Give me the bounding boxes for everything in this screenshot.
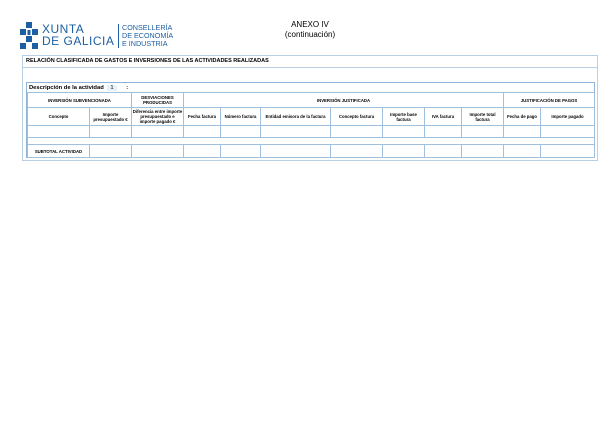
cell-fecha-factura-input[interactable] bbox=[183, 125, 222, 138]
col-entidad-emisora: Entidad emisora de la factura bbox=[260, 107, 332, 126]
cell-diferencia-input[interactable] bbox=[131, 125, 185, 138]
group-desviaciones: DESVIACIONES PRODUCIDAS bbox=[131, 92, 185, 108]
subtotal-row: SUBTOTAL ACTIVIDAD bbox=[27, 144, 596, 158]
group-inversion-subvencionada: INVERSIÓN SUBVENCIONADA bbox=[26, 92, 133, 108]
cell-importe-pagado-input[interactable] bbox=[540, 125, 596, 138]
col-importe-total: Importe total factura bbox=[461, 107, 505, 126]
column-header-row: Concepto Importe presupuestado € Diferen… bbox=[27, 107, 596, 126]
cell-iva-factura-input[interactable] bbox=[424, 125, 463, 138]
cell-importe-total-input[interactable] bbox=[461, 125, 505, 138]
xunta-emblem-icon bbox=[20, 22, 38, 49]
col-importe-base: Importe base factura bbox=[382, 107, 426, 126]
subtotal-importe-total[interactable] bbox=[461, 144, 505, 158]
cell-concepto-factura-input[interactable] bbox=[330, 125, 384, 138]
subtotal-importe-presupuestado[interactable] bbox=[88, 144, 133, 158]
col-importe-pagado: Importe pagado bbox=[540, 107, 596, 126]
activity-section: Descripción de la actividad 1 : INVERSIÓ… bbox=[26, 82, 596, 158]
form-frame: RELACIÓN CLASIFICADA DE GASTOS E INVERSI… bbox=[22, 55, 598, 161]
subtotal-iva-factura[interactable] bbox=[424, 144, 463, 158]
group-inversion-justificada: INVERSIÓN JUSTIFICADA bbox=[183, 92, 505, 108]
cell-numero-factura-input[interactable] bbox=[220, 125, 262, 138]
activity-colon: : bbox=[126, 85, 129, 91]
col-numero-factura: Número factura bbox=[220, 107, 262, 126]
col-importe-presupuestado: Importe presupuestado € bbox=[88, 107, 133, 126]
col-fecha-pago: Fecha de pago bbox=[503, 107, 542, 126]
group-header-row: INVERSIÓN SUBVENCIONADA DESVIACIONES PRO… bbox=[26, 92, 596, 108]
annex-subtitle: (continuación) bbox=[284, 30, 336, 39]
form-title: RELACIÓN CLASIFICADA DE GASTOS E INVERSI… bbox=[26, 58, 269, 64]
group-justificacion-pagos: JUSTIFICACIÓN DE PAGOS bbox=[503, 92, 596, 108]
conselleria-wordmark: CONSELLERÍA DE ECONOMÍA E INDUSTRIA bbox=[122, 23, 174, 48]
cell-importe-presupuestado-input[interactable] bbox=[88, 125, 133, 138]
cell-entidad-emisora-input[interactable] bbox=[260, 125, 332, 138]
subtotal-importe-base[interactable] bbox=[382, 144, 426, 158]
subtotal-diferencia[interactable] bbox=[131, 144, 185, 158]
col-concepto: Concepto bbox=[27, 107, 90, 126]
logo-divider bbox=[118, 24, 119, 48]
annex-title: ANEXO IV bbox=[291, 20, 329, 29]
subtotal-concepto-factura[interactable] bbox=[330, 144, 384, 158]
subtotal-numero-factura[interactable] bbox=[220, 144, 262, 158]
table-row bbox=[27, 125, 596, 138]
cell-importe-base-input[interactable] bbox=[382, 125, 426, 138]
activity-label: Descripción de la actividad bbox=[29, 85, 104, 91]
col-diferencia: Diferencia entre importe presupuestado e… bbox=[131, 107, 185, 126]
activity-number-field[interactable]: 1 bbox=[107, 85, 117, 91]
subtotal-label: SUBTOTAL ACTIVIDAD bbox=[27, 144, 90, 158]
title-divider bbox=[23, 67, 597, 68]
spacer-cell bbox=[26, 137, 596, 145]
col-iva-factura: IVA factura bbox=[424, 107, 463, 126]
cell-fecha-pago-input[interactable] bbox=[503, 125, 542, 138]
col-fecha-factura: Fecha factura bbox=[183, 107, 222, 126]
subtotal-fecha-factura[interactable] bbox=[183, 144, 222, 158]
annex-heading: ANEXO IV (continuación) bbox=[270, 20, 350, 40]
subtotal-importe-pagado[interactable] bbox=[540, 144, 596, 158]
spacer-row bbox=[26, 137, 596, 145]
cell-concepto-input[interactable] bbox=[27, 125, 90, 138]
subtotal-fecha-pago[interactable] bbox=[503, 144, 542, 158]
expenses-table: INVERSIÓN SUBVENCIONADA DESVIACIONES PRO… bbox=[26, 92, 596, 158]
subtotal-entidad-emisora[interactable] bbox=[260, 144, 332, 158]
xunta-logo: XUNTA DE GALICIA CONSELLERÍA DE ECONOMÍA… bbox=[20, 22, 180, 52]
col-concepto-factura: Concepto factura bbox=[330, 107, 384, 126]
activity-description: Descripción de la actividad 1 : bbox=[29, 85, 128, 91]
xunta-wordmark: XUNTA DE GALICIA bbox=[42, 22, 115, 48]
